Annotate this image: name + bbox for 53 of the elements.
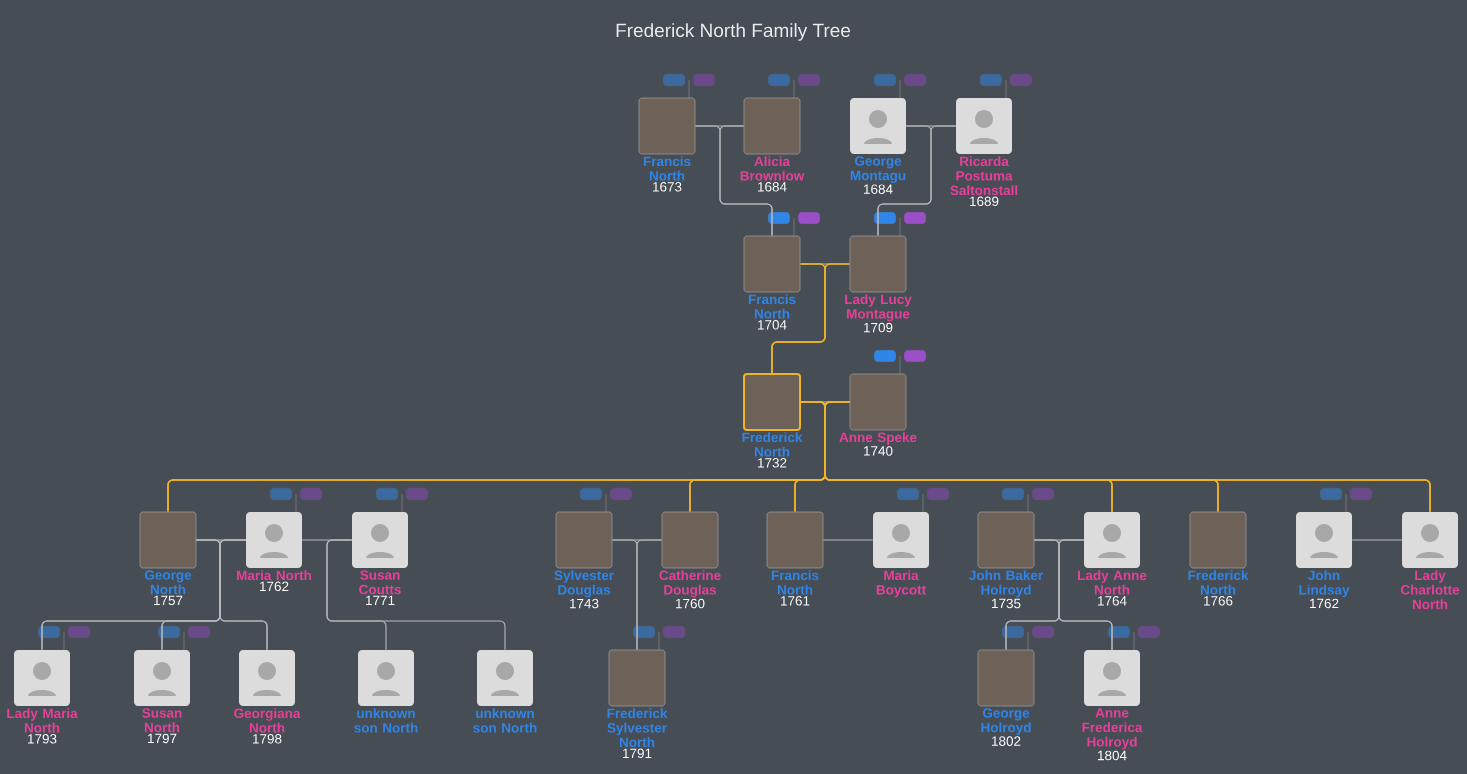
person-name: John Baker Holroyd <box>969 570 1043 598</box>
person-name: Sylvester Douglas <box>554 570 614 598</box>
person-name: Frederick North <box>742 432 803 457</box>
person-name: Frederick North <box>1188 570 1249 595</box>
person-name: Maria Boycott <box>876 570 926 598</box>
birth-year: 1762 <box>260 581 289 592</box>
person-name: Maria North <box>237 570 312 581</box>
person-name: George Holroyd <box>981 708 1031 735</box>
birth-year: 1689 <box>970 196 999 207</box>
person-name: Susan North <box>142 708 182 733</box>
birth-year: 1802 <box>992 736 1021 746</box>
birth-year: 1684 <box>758 182 787 192</box>
birth-year: 1684 <box>864 184 893 194</box>
birth-year: 1709 <box>864 322 893 333</box>
person-name: unknown son North <box>473 708 537 733</box>
person-name: Frederick Sylvester North <box>607 708 668 748</box>
birth-year: 1766 <box>1204 596 1233 606</box>
person-name: Ricarda Postuma Saltonstall <box>950 156 1018 196</box>
birth-year: 1740 <box>864 446 893 456</box>
person-name: Lady Charlotte North <box>1400 570 1460 610</box>
person-name: Lady Anne North <box>1078 570 1147 595</box>
birth-year: 1760 <box>676 598 705 609</box>
person-name: Francis North <box>771 570 819 595</box>
person-name: Georgiana North <box>234 708 301 733</box>
person-name: George North <box>144 570 192 595</box>
person-name: George Montagu <box>850 156 906 183</box>
person-name: unknown son North <box>354 708 418 733</box>
person-name: Catherine Douglas <box>659 570 721 598</box>
person-name: Francis North <box>748 294 796 319</box>
person-name: Anne Speke <box>839 432 917 445</box>
birth-year: 1798 <box>253 734 282 744</box>
birth-year: 1771 <box>366 595 395 605</box>
person-name: Alicia Brownlow <box>740 156 805 181</box>
birth-year: 1732 <box>758 458 787 468</box>
birth-year: 1791 <box>623 748 652 759</box>
birth-year: 1743 <box>570 598 599 609</box>
person-name: Lady Lucy Montague <box>845 294 912 322</box>
person-name: Susan Coutts <box>359 570 401 595</box>
birth-year: 1761 <box>781 596 810 606</box>
birth-year: 1804 <box>1098 750 1127 761</box>
birth-year: 1764 <box>1098 596 1127 606</box>
person-name: Lady Maria North <box>7 708 78 733</box>
birth-year: 1673 <box>653 182 682 192</box>
birth-year: 1757 <box>154 595 183 606</box>
person-name: Francis North <box>643 156 691 181</box>
birth-year: 1704 <box>758 320 787 330</box>
birth-year: 1797 <box>148 733 177 744</box>
title: Frederick North Family Tree <box>616 23 851 41</box>
person-name: Anne Frederica Holroyd <box>1082 708 1143 750</box>
birth-year: 1735 <box>992 598 1021 609</box>
birth-year: 1762 <box>1310 598 1339 609</box>
person-name: John Lindsay <box>1299 570 1350 598</box>
birth-year: 1793 <box>28 734 57 744</box>
